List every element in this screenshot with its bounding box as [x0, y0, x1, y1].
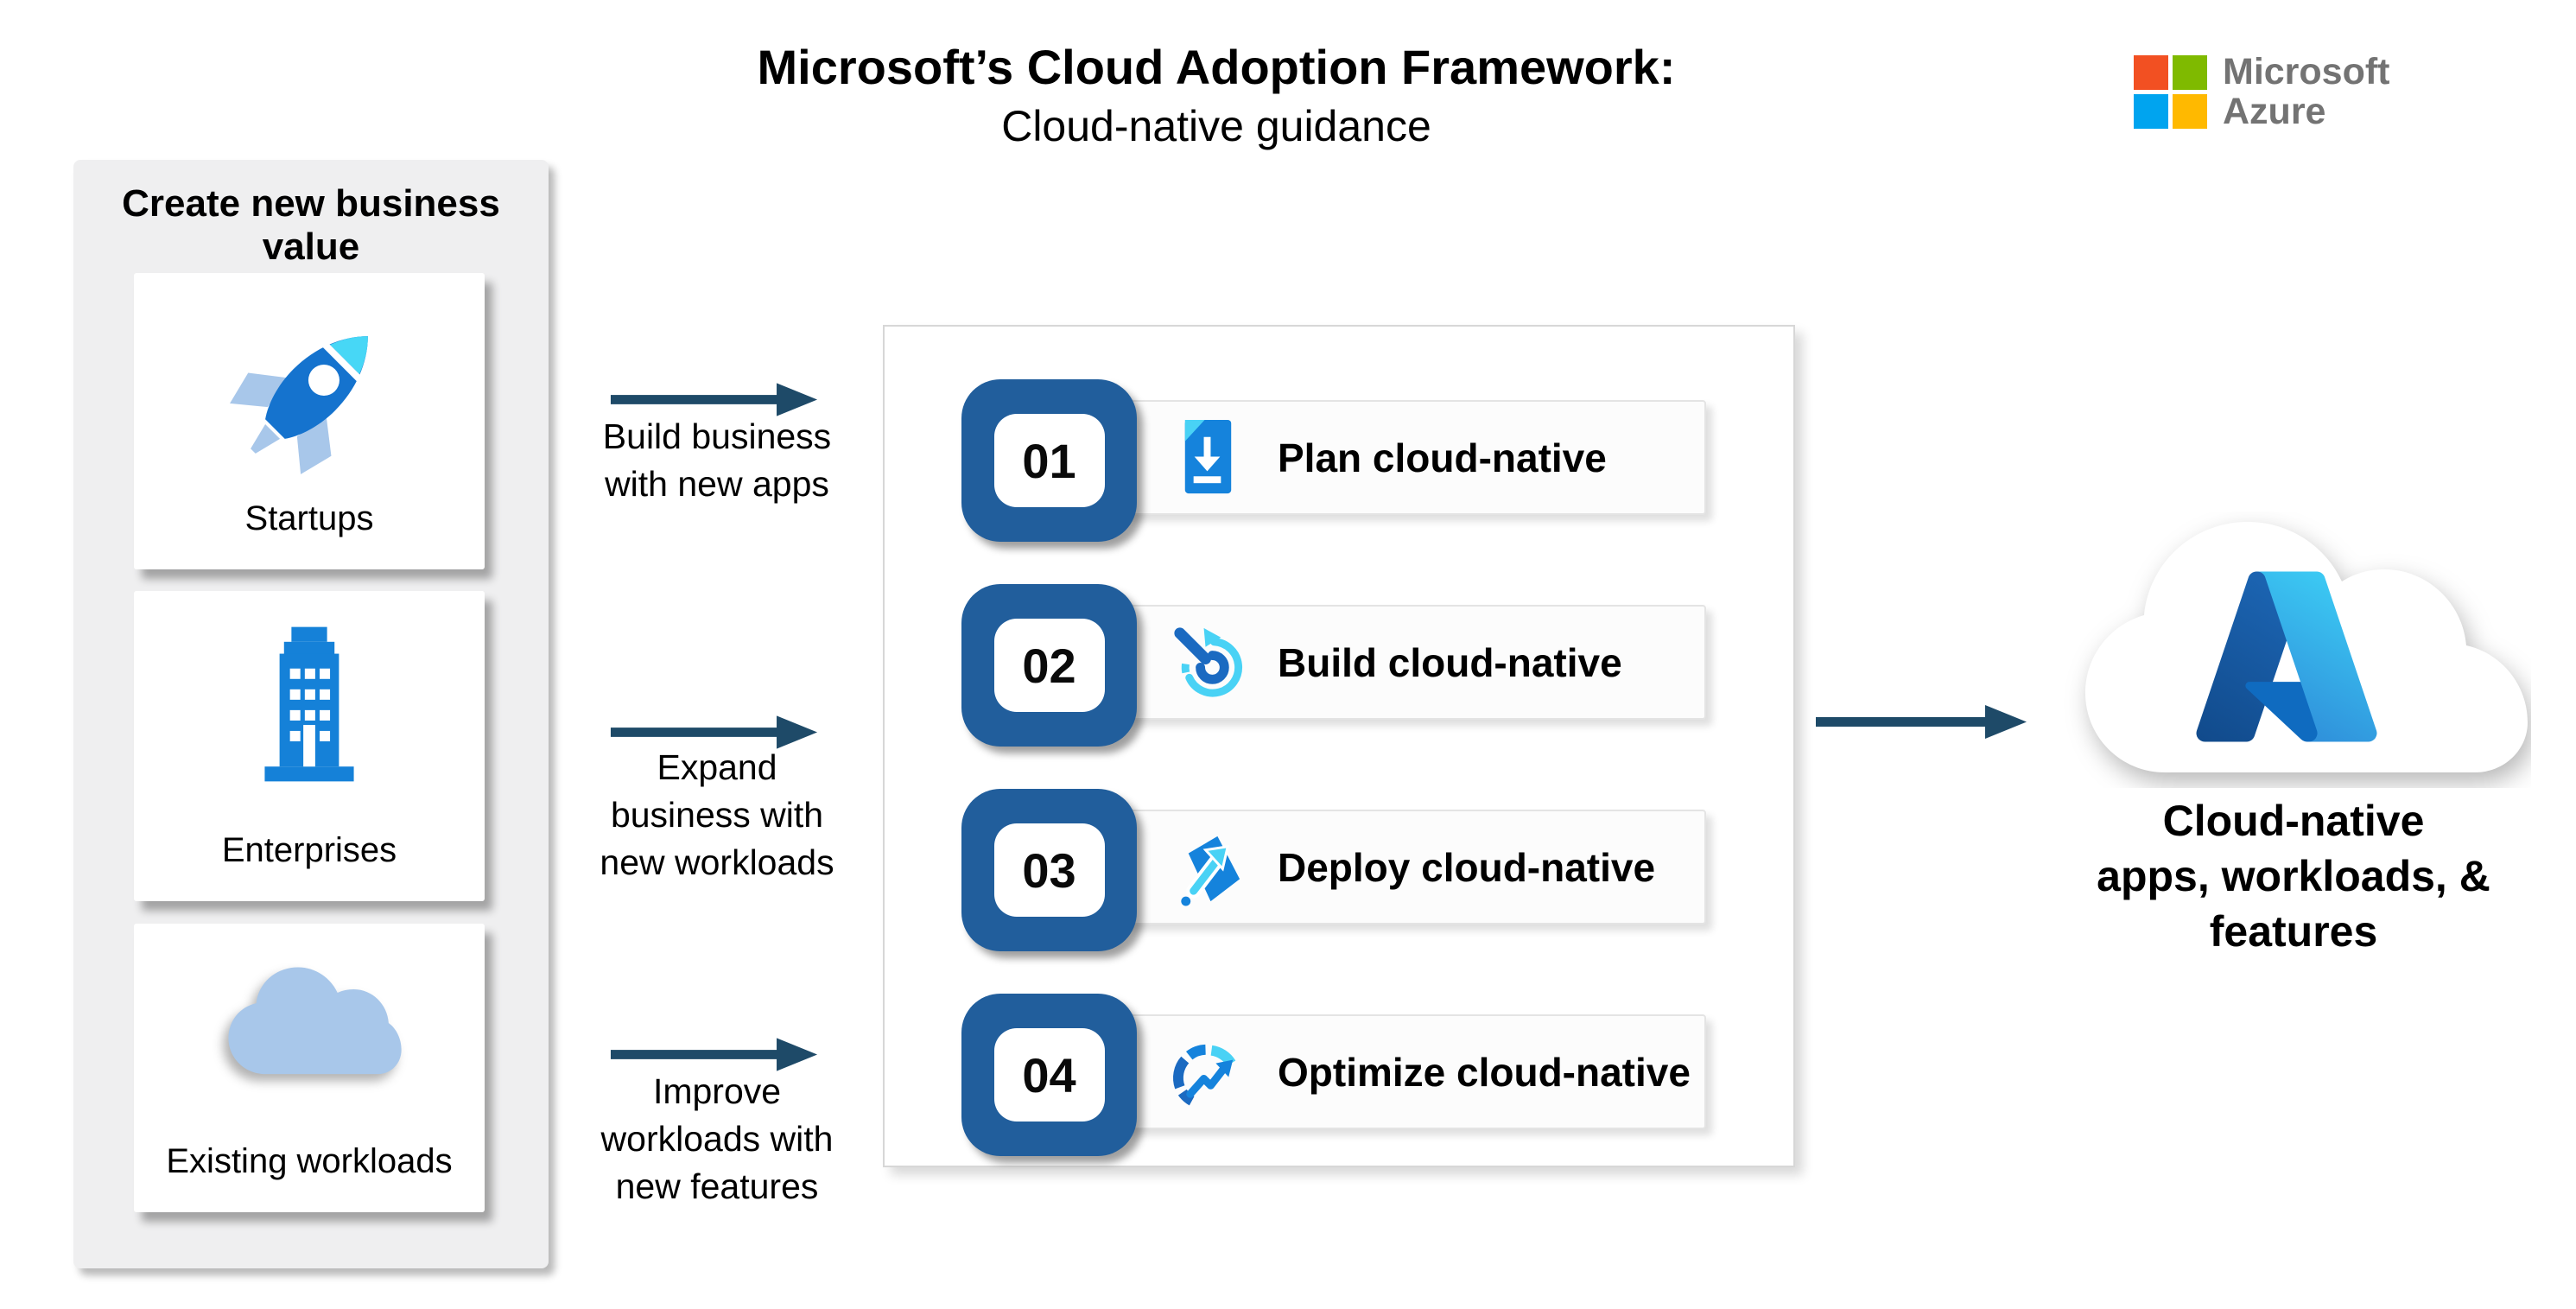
step-label-optimize: Optimize cloud-native: [1278, 1049, 1691, 1095]
step-row-optimize: Optimize cloud-native: [1037, 1014, 1706, 1129]
enterprises-card: Enterprises: [134, 591, 485, 901]
existing-workloads-label: Existing workloads: [166, 1142, 453, 1180]
step-label-build: Build cloud-native: [1278, 639, 1622, 685]
step-badge-01: 01: [961, 379, 1137, 542]
ms-square-blue: [2134, 93, 2168, 129]
ms-square-green: [2173, 54, 2207, 90]
step-badge-04: 04: [961, 994, 1137, 1156]
step-row-plan: Plan cloud-native: [1037, 400, 1706, 515]
microsoft-logo-icon: [2134, 54, 2207, 129]
optimize-gauge-icon: [1173, 1044, 1236, 1106]
step-row-deploy: Deploy cloud-native: [1037, 810, 1706, 925]
arrow-to-output: [1816, 705, 2027, 739]
startups-card: Startups: [134, 273, 485, 569]
step-number-01: 01: [993, 414, 1105, 507]
create-business-value-panel: Create new business value Startups: [73, 160, 549, 1268]
step-badge-02: 02: [961, 584, 1137, 747]
step-number-04: 04: [993, 1028, 1105, 1122]
step-row-build: Build cloud-native: [1037, 605, 1706, 720]
brand-product: Azure: [2223, 91, 2326, 132]
value-panel-header: Create new business value: [122, 182, 500, 268]
output-caption: Cloud-native apps, workloads, & features: [2097, 797, 2490, 956]
step-number-03: 03: [993, 823, 1105, 917]
rocket-icon: [134, 304, 485, 486]
arrow-build-business: [610, 383, 818, 416]
existing-workloads-card: Existing workloads: [134, 924, 485, 1212]
ms-square-red: [2134, 54, 2168, 90]
brand-company: Microsoft: [2223, 51, 2390, 92]
flow-label-expand-business: Expand business with new workloads: [600, 747, 834, 882]
wrench-build-icon: [1174, 627, 1243, 697]
enterprises-label: Enterprises: [221, 831, 397, 869]
step-label-plan: Plan cloud-native: [1278, 435, 1607, 480]
title-line-1: Microsoft’s Cloud Adoption Framework:: [757, 40, 1676, 94]
arrow-expand-business: [610, 715, 818, 749]
step-badge-03: 03: [961, 789, 1137, 951]
document-download-icon: [1184, 419, 1232, 494]
cloud-icon: [134, 962, 485, 1091]
ms-square-yellow: [2173, 93, 2207, 129]
azure-a-logo: [2196, 571, 2377, 742]
microsoft-azure-logo: Microsoft Azure: [2134, 52, 2390, 131]
brand-wordmark: Microsoft Azure: [2223, 52, 2390, 131]
startups-label: Startups: [244, 499, 374, 537]
flow-label-build-business: Build business with new apps: [602, 416, 832, 504]
step-label-deploy: Deploy cloud-native: [1278, 844, 1656, 890]
building-icon: [134, 622, 485, 786]
title-line-2: Cloud-native guidance: [1001, 102, 1431, 150]
page-title: Microsoft’s Cloud Adoption Framework: Cl…: [741, 36, 1691, 154]
step-number-02: 02: [993, 619, 1105, 712]
deploy-arrow-icon: [1181, 836, 1240, 906]
flow-label-improve-workloads: Improve workloads with new features: [600, 1071, 834, 1206]
arrow-improve-workloads: [610, 1038, 818, 1071]
